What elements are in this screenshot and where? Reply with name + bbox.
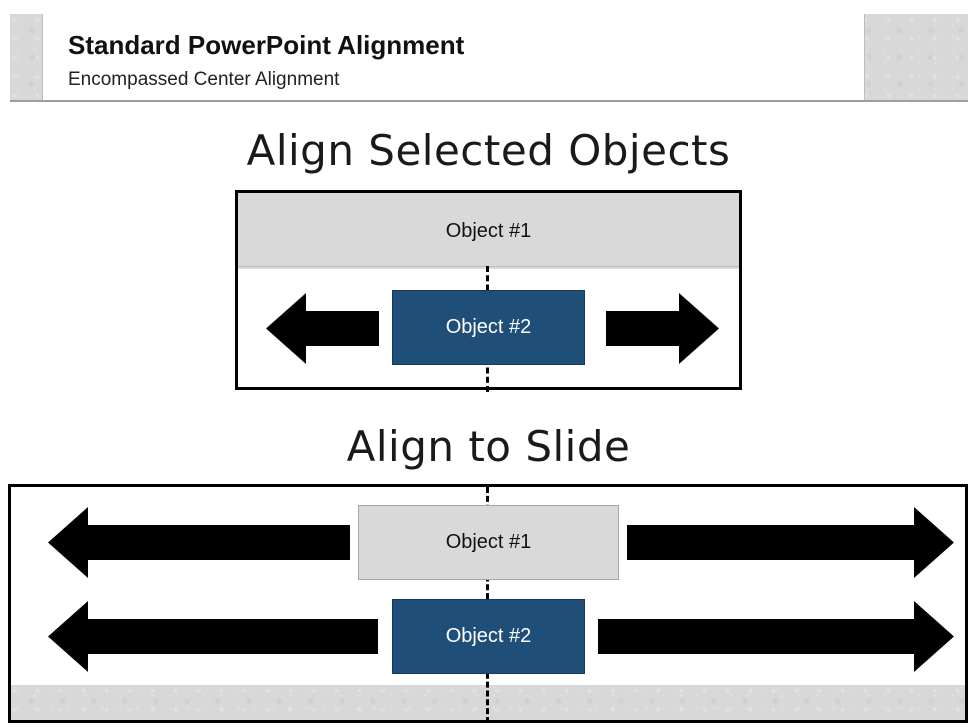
arrow-left-icon bbox=[266, 293, 379, 364]
section-title-slide: Align to Slide bbox=[346, 422, 631, 471]
arrow-right-icon bbox=[627, 507, 954, 578]
arrow-right-icon bbox=[606, 293, 719, 364]
header-divider bbox=[10, 100, 968, 102]
footer-texture-band bbox=[10, 685, 968, 723]
slide-object-1[interactable]: Object #1 bbox=[358, 505, 619, 580]
selected-object-1[interactable]: Object #1 bbox=[238, 193, 739, 269]
selected-object-2[interactable]: Object #2 bbox=[392, 290, 585, 365]
page-subtitle: Encompassed Center Alignment bbox=[68, 69, 340, 90]
section-title-selected: Align Selected Objects bbox=[246, 126, 731, 175]
page-title: Standard PowerPoint Alignment bbox=[68, 30, 465, 60]
arrow-right-icon bbox=[598, 601, 954, 672]
arrow-left-icon bbox=[48, 601, 378, 672]
header-box: Standard PowerPoint Alignment Encompasse… bbox=[42, 14, 865, 100]
slide-object-2[interactable]: Object #2 bbox=[392, 599, 585, 674]
arrow-left-icon bbox=[48, 507, 350, 578]
